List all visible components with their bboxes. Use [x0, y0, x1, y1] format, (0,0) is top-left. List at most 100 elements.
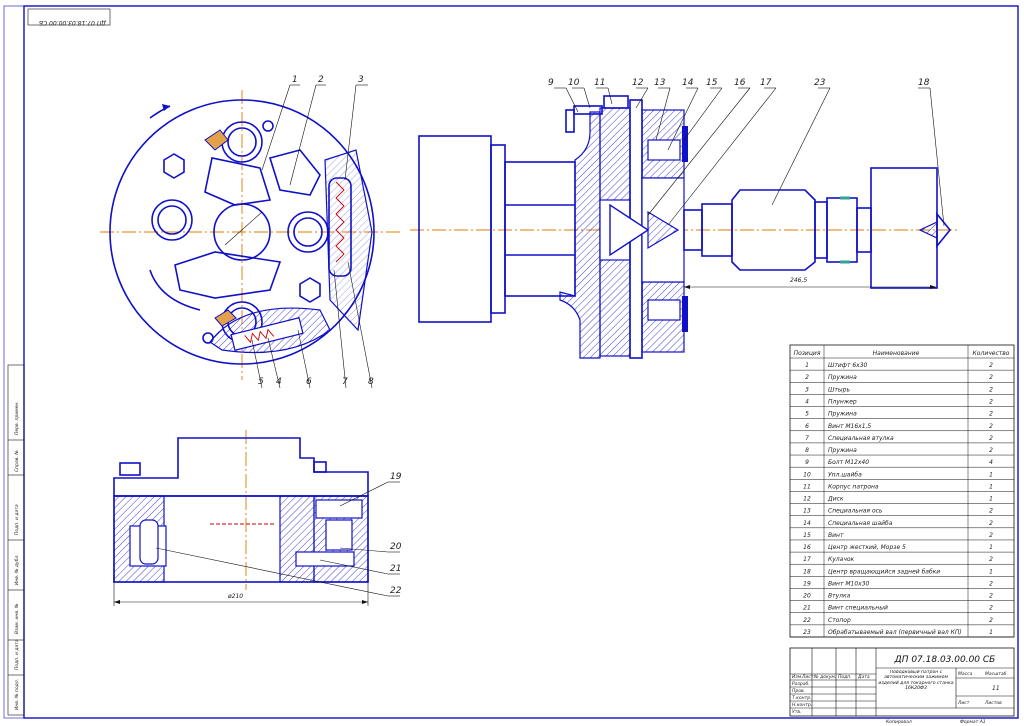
- side-stamp-0: Инв. № подл.: [14, 679, 20, 710]
- tb-role-0: Разраб.: [792, 681, 810, 687]
- bom-cell-qty: 2: [989, 508, 993, 515]
- tb-scale-label: Масштаб: [985, 671, 1007, 677]
- tb-format: Формат А1: [960, 719, 986, 725]
- bom-cell-qty: 2: [989, 423, 993, 430]
- callout-13: 13: [654, 78, 666, 88]
- bolt-head-hex: [163, 153, 185, 179]
- bom-cell-position: 9: [805, 459, 809, 466]
- bom-cell-name: Винт: [828, 532, 844, 539]
- bom-cell-name: Втулка: [828, 593, 851, 600]
- front-view: [100, 90, 400, 380]
- bom-cell-qty: 2: [989, 556, 993, 563]
- title-block: Изм. Лист № докум. Подп. Дата Разраб. Пр…: [789, 647, 1015, 725]
- bom-cell-name: Специальная втулка: [828, 435, 894, 442]
- bom-header-name: Наименование: [873, 350, 920, 357]
- bom-cell-qty: 1: [989, 496, 993, 503]
- tb-col-head-0: Изм.: [792, 674, 803, 680]
- callout-2: 2: [318, 75, 324, 85]
- bom-cell-qty: 2: [989, 532, 993, 539]
- bom-cell-position: 23: [803, 629, 811, 636]
- bom-cell-name: Пружина: [828, 374, 857, 381]
- bom-cell-position: 8: [805, 447, 809, 454]
- side-stamp-3: Инв. № дубл.: [14, 554, 20, 585]
- bom-cell-qty: 2: [989, 386, 993, 393]
- dim-diameter: ø210: [227, 593, 243, 600]
- drawing-name: Поводковый патрон с автоматическим зажим…: [878, 670, 954, 691]
- tb-col-head-4: Дата: [857, 674, 870, 680]
- tb-role-1: Пров.: [792, 688, 805, 694]
- rigid-center: [609, 203, 650, 257]
- bom-cell-position: 22: [803, 617, 811, 624]
- tb-role-3: Н.контр.: [792, 702, 812, 708]
- bom-cell-qty: 2: [989, 605, 993, 612]
- tb-role-4: Утв.: [792, 709, 801, 715]
- tb-sheets-count: 11: [992, 685, 1000, 692]
- bom-cell-qty: 2: [989, 435, 993, 442]
- main-view: 246,5: [410, 95, 960, 359]
- bom-cell-qty: 1: [989, 544, 993, 551]
- bom-cell-position: 19: [803, 580, 811, 587]
- side-stamp-1: Подп. и дата: [14, 639, 20, 670]
- tb-col-head-2: № докум.: [813, 674, 836, 680]
- bom-cell-position: 1: [805, 362, 809, 369]
- bom-cell-position: 21: [803, 605, 811, 612]
- bom-cell-position: 17: [803, 556, 811, 563]
- side-stamp-5: Справ. №: [14, 450, 20, 472]
- tb-role-2: Т.контр.: [792, 695, 812, 701]
- workpiece-shaft: [731, 189, 816, 271]
- bom-cell-qty: 2: [989, 580, 993, 587]
- spindle-flange: [418, 135, 492, 323]
- bom-cell-position: 16: [803, 544, 811, 551]
- bom-cell-name: Стопор: [828, 617, 851, 624]
- bom-cell-name: Винт специальный: [828, 605, 888, 612]
- callout-8: 8: [368, 377, 374, 387]
- bom-cell-qty: 1: [989, 483, 993, 490]
- bom-cell-name: Пружина: [828, 447, 857, 454]
- section-view-callouts: 19 20 21 22: [155, 472, 402, 597]
- callout-17: 17: [760, 78, 772, 88]
- callout-11: 11: [594, 78, 605, 88]
- bom-cell-qty: 2: [989, 398, 993, 405]
- drawing-code: ДП 07.18.03.00.00 СБ: [894, 655, 996, 665]
- callout-12: 12: [632, 78, 644, 88]
- callout-22: 22: [390, 586, 402, 596]
- bolt-head-hex: [299, 277, 321, 303]
- callout-9: 9: [548, 78, 554, 88]
- bom-cell-position: 12: [803, 496, 811, 503]
- code-stamp: ДП 07.18.03.00.00 СБ: [27, 8, 111, 26]
- callout-4: 4: [276, 377, 282, 387]
- bom-cell-name: Винт М10х30: [828, 580, 870, 587]
- bom-cell-name: Обрабатываемый вал (первичный вал КП): [828, 629, 962, 636]
- chuck-body-circle: [109, 99, 375, 365]
- bom-cell-qty: 2: [989, 617, 993, 624]
- bom-cell-position: 10: [803, 471, 811, 478]
- bom-cell-name: Упл.шайба: [828, 471, 862, 478]
- jaw-lower: [174, 251, 282, 299]
- bom-cell-position: 15: [803, 532, 811, 539]
- bom-cell-qty: 1: [989, 568, 993, 575]
- tb-col-head-1: Лист: [801, 674, 814, 680]
- tb-copied: Копировал: [886, 719, 912, 725]
- callout-3: 3: [358, 75, 364, 85]
- bom-cell-qty: 1: [989, 471, 993, 478]
- bom-cell-name: Плунжер: [828, 398, 857, 405]
- bom-cell-qty: 2: [989, 593, 993, 600]
- dim-length: 246,5: [790, 277, 807, 284]
- bom-cell-position: 7: [805, 435, 809, 442]
- callout-16: 16: [734, 78, 746, 88]
- bom-cell-name: Специальная шайба: [828, 520, 893, 527]
- bom-header-qty: Количество: [973, 350, 1010, 357]
- side-stamp-6: Перв. примен.: [14, 401, 20, 435]
- side-stamp-column: Инв. № подл. Подп. и дата Взам. инв. № И…: [7, 364, 25, 716]
- bom-cell-name: Винт М16х1,5: [828, 423, 871, 430]
- bom-cell-position: 4: [805, 398, 809, 405]
- tb-sheets-label: Листов: [984, 700, 1002, 706]
- tb-mass-label: Масса: [958, 671, 973, 677]
- bom-cell-qty: 2: [989, 520, 993, 527]
- bom-cell-name: Пружина: [828, 411, 857, 418]
- side-stamp-4: Подп. и дата: [14, 504, 20, 535]
- callout-20: 20: [390, 542, 402, 552]
- rotation-arrow-icon: [162, 104, 170, 111]
- bom-cell-position: 14: [803, 520, 811, 527]
